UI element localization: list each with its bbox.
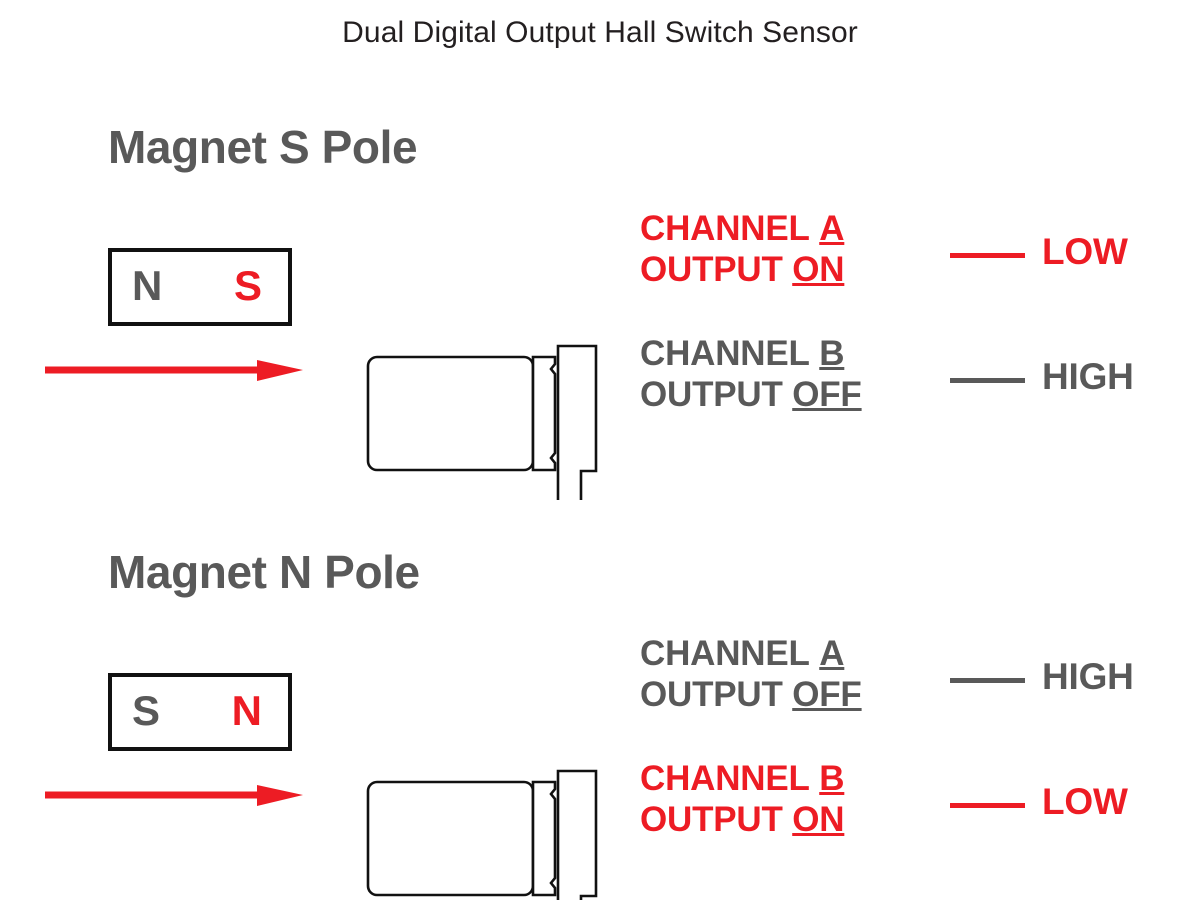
output-text: CHANNEL A OUTPUT OFF bbox=[640, 633, 862, 716]
section-heading: Magnet N Pole bbox=[108, 546, 420, 598]
output-state: OFF bbox=[792, 675, 862, 715]
channel-letter: B bbox=[819, 334, 845, 373]
connector-dash bbox=[950, 803, 1025, 808]
output-line-prefix: OUTPUT bbox=[640, 375, 793, 415]
magnet-pole-left: N bbox=[132, 262, 163, 310]
output-level: LOW bbox=[1042, 781, 1128, 822]
motion-arrow-icon bbox=[45, 360, 303, 381]
channel-letter: A bbox=[819, 634, 845, 673]
output-text: CHANNEL B OUTPUT OFF bbox=[640, 333, 862, 416]
hall-sensor-drawing bbox=[366, 769, 598, 900]
output-line-prefix: OUTPUT bbox=[640, 675, 793, 715]
output-level: LOW bbox=[1042, 231, 1128, 272]
output-level: HIGH bbox=[1042, 656, 1134, 697]
channel-line-prefix: CHANNEL bbox=[640, 209, 820, 248]
channel-letter: A bbox=[819, 209, 845, 248]
channel-letter: B bbox=[819, 759, 845, 798]
connector-dash bbox=[950, 378, 1025, 383]
output-state: ON bbox=[792, 250, 845, 290]
motion-arrow-icon bbox=[45, 785, 303, 806]
connector-dash bbox=[950, 253, 1025, 258]
output-state: OFF bbox=[792, 375, 862, 415]
output-line-prefix: OUTPUT bbox=[640, 250, 793, 290]
channel-line-prefix: CHANNEL bbox=[640, 334, 820, 373]
section-heading: Magnet S Pole bbox=[108, 121, 418, 173]
output-text: CHANNEL B OUTPUT ON bbox=[640, 758, 845, 841]
connector-dash bbox=[950, 678, 1025, 683]
magnet-block: N S bbox=[108, 248, 292, 326]
output-level: HIGH bbox=[1042, 356, 1134, 397]
channel-line-prefix: CHANNEL bbox=[640, 634, 820, 673]
magnet-pole-right: S bbox=[233, 262, 262, 310]
magnet-pole-right: N bbox=[231, 687, 262, 735]
output-text: CHANNEL A OUTPUT ON bbox=[640, 208, 845, 291]
magnet-block: S N bbox=[108, 673, 292, 751]
channel-line-prefix: CHANNEL bbox=[640, 759, 820, 798]
output-state: ON bbox=[792, 800, 845, 840]
output-line-prefix: OUTPUT bbox=[640, 800, 793, 840]
page-title: Dual Digital Output Hall Switch Sensor bbox=[342, 16, 858, 49]
hall-sensor-drawing bbox=[366, 344, 598, 500]
magnet-pole-left: S bbox=[132, 687, 161, 735]
